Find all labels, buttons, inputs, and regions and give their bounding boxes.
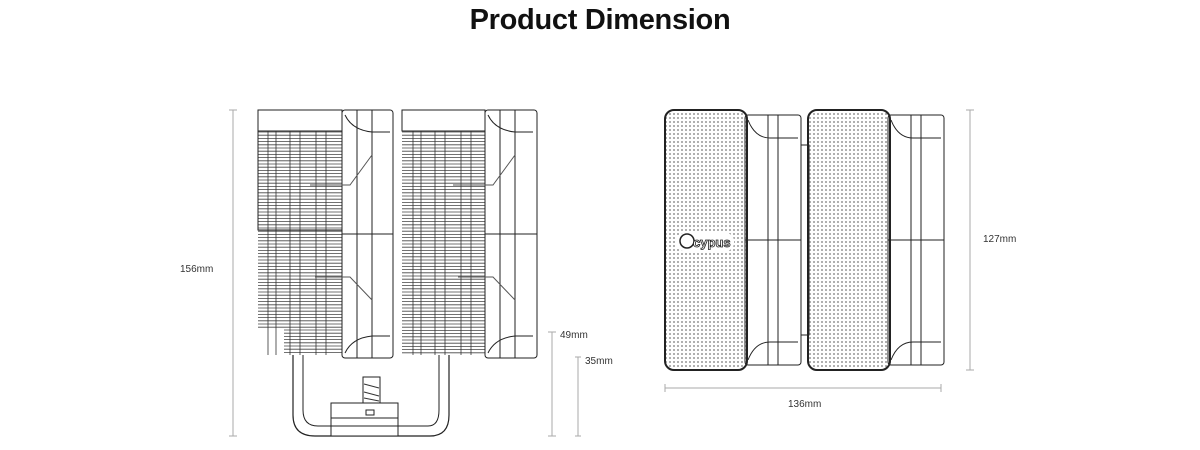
fan-right-top — [887, 114, 945, 366]
fan-right-side — [453, 109, 538, 359]
svg-text:cypus: cypus — [693, 235, 731, 250]
heatsink-left-cap — [257, 109, 343, 132]
fan-left-top — [744, 114, 802, 366]
heatsink-right-cap — [401, 109, 486, 132]
side-view-drawing — [257, 109, 538, 437]
fan-left-side — [310, 109, 394, 359]
side-dimension-lines — [229, 109, 581, 437]
top-dimension-lines — [664, 109, 974, 392]
top-cover-right — [807, 109, 891, 371]
width-label: 136mm — [788, 399, 822, 410]
depth-label: 127mm — [983, 234, 1017, 245]
heatsink-fins — [258, 131, 485, 355]
heatsink-clearance-label: 35mm — [585, 356, 613, 367]
height-total-label: 156mm — [180, 264, 214, 275]
cpu-base-block — [330, 402, 399, 437]
mounting-spring — [362, 376, 381, 404]
page-title: Product Dimension — [469, 4, 731, 36]
fan-clearance-label: 49mm — [560, 330, 588, 341]
top-view-drawing: cypus — [664, 109, 945, 371]
ocypus-logo: cypus — [676, 233, 734, 251]
